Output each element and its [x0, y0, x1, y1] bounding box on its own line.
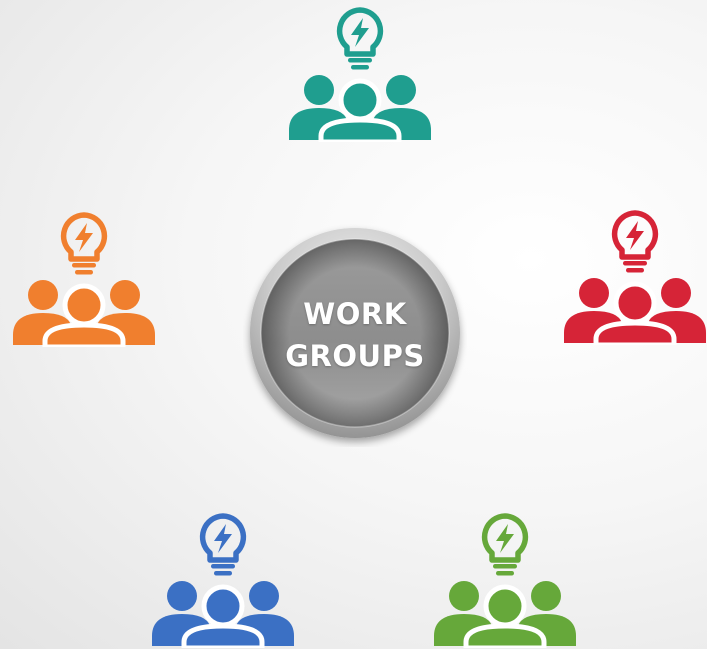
work-group-bottom-left	[148, 508, 298, 648]
lightbulb-icon	[481, 513, 529, 563]
lightning-bolt-icon	[626, 221, 644, 250]
center-circle	[250, 228, 460, 438]
team-idea-icon	[13, 212, 155, 347]
center-label: WORK GROUPS	[243, 223, 467, 447]
lightbulb-icon	[336, 7, 384, 57]
center-label-line1: WORK	[303, 297, 407, 331]
team-idea-icon	[434, 513, 576, 648]
lightning-bolt-icon	[496, 524, 514, 553]
lightning-bolt-icon	[351, 18, 369, 47]
work-group-top	[285, 2, 435, 142]
lightbulb-icon	[199, 513, 247, 563]
center-label-line2: GROUPS	[285, 339, 425, 373]
lightning-bolt-icon	[214, 524, 232, 553]
work-group-bottom-right	[430, 508, 580, 648]
lightbulb-icon	[60, 212, 108, 262]
work-group-left	[9, 207, 159, 347]
team-idea-icon	[152, 513, 294, 648]
work-group-right	[560, 205, 707, 345]
center-button: WORK GROUPS	[243, 223, 467, 447]
lightning-bolt-icon	[75, 223, 93, 252]
team-idea-icon	[289, 7, 431, 142]
team-idea-icon	[564, 210, 706, 345]
lightbulb-icon	[611, 210, 659, 260]
